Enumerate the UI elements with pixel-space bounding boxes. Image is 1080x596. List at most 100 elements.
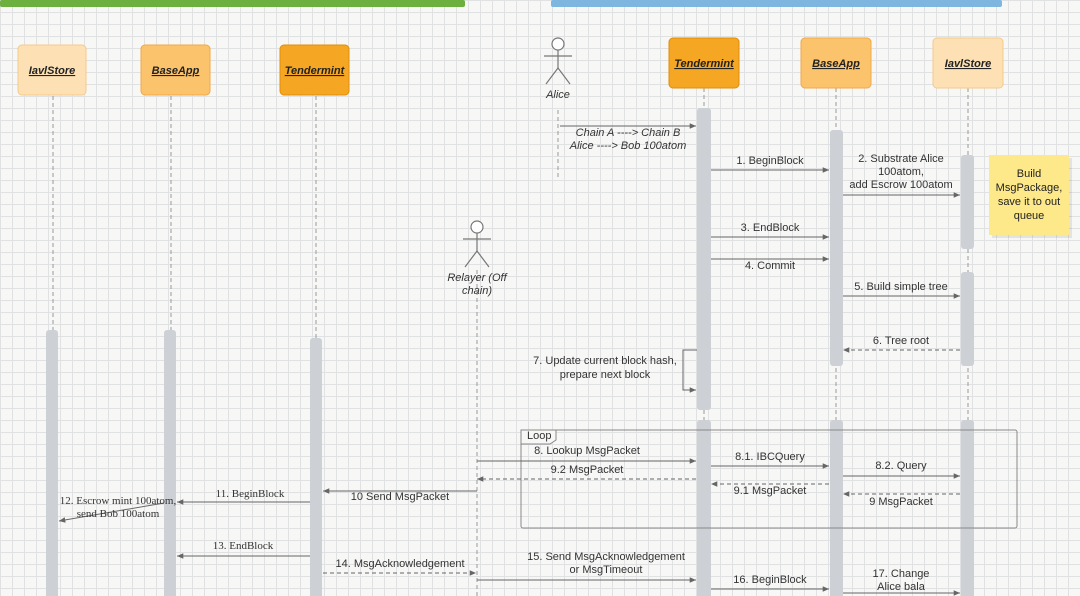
activation-bar	[697, 420, 711, 596]
actor-leg	[476, 250, 490, 268]
message-end-block-13: 13. EndBlock	[177, 540, 310, 559]
actor-head	[470, 220, 484, 234]
actor-leg	[464, 250, 478, 268]
activation-bar	[164, 330, 176, 596]
activation-bar	[697, 108, 711, 410]
message-substrate-alice-2-label-line-1: 2. Substrate Alice	[858, 153, 944, 165]
left-baseapp-shape	[140, 44, 211, 96]
right-tendermint-box[interactable]: Tendermint	[668, 37, 740, 89]
message-msgpacket-9-1: 9.1 MsgPacket	[711, 481, 829, 497]
right-iavlstore-shape	[932, 37, 1004, 89]
right-iavlstore-label: IavlStore	[945, 58, 991, 70]
message-begin-block-16-label: 16. BeginBlock	[733, 574, 807, 586]
message-ibcquery-8-1: 8.1. IBCQuery	[711, 451, 829, 469]
left-tendermint-label: Tendermint	[285, 65, 346, 77]
message-begin-block-1-label: 1. BeginBlock	[736, 155, 804, 167]
message-begin-block-11: 11. BeginBlock	[177, 488, 310, 505]
message-query-8-2: 8.2. Query	[843, 460, 960, 479]
sticky-note-text-line-2: MsgPackage,	[996, 182, 1063, 194]
actor-alice[interactable]: Alice	[544, 37, 572, 101]
actor-relayer-label-line-1: Relayer (Off	[447, 272, 507, 284]
message-msgpacket-9: 9 MsgPacket	[843, 491, 960, 508]
message-escrow-mint-12-label-line-2: send Bob 100atom	[77, 508, 160, 520]
message-send-msgpacket-10-label: 10 Send MsgPacket	[351, 491, 449, 503]
activation-bar	[830, 420, 843, 596]
activation-bar	[830, 130, 843, 366]
loop-label: Loop	[527, 430, 551, 442]
message-send-ack-15-label-line-1: 15. Send MsgAcknowledgement	[527, 551, 685, 563]
actor-leg	[557, 67, 571, 85]
sticky-note-text-line-3: save it to out	[998, 196, 1060, 208]
actor-leg	[545, 67, 559, 85]
message-escrow-mint-12: 12. Escrow mint 100atom,send Bob 100atom	[58, 495, 177, 523]
message-substrate-alice-2-label-line-3: add Escrow 100atom	[849, 179, 952, 191]
message-commit-4-label: 4. Commit	[745, 260, 795, 272]
message-msgpacket-9-2-label: 9.2 MsgPacket	[551, 464, 624, 476]
message-send-ack-15-label-line-2: or MsgTimeout	[570, 564, 643, 576]
right-baseapp-box[interactable]: BaseApp	[800, 37, 872, 89]
activation-bar	[961, 420, 974, 596]
left-iavlstore-box[interactable]: IavlStore	[17, 44, 87, 96]
message-lookup-8-label: 8. Lookup MsgPacket	[534, 445, 640, 457]
actor-relayer-label-line-2: chain)	[462, 285, 492, 297]
message-build-tree-5-label: 5. Build simple tree	[854, 281, 948, 293]
actor-alice-label: Alice	[545, 89, 570, 101]
message-begin-block-11-label: 11. BeginBlock	[216, 488, 285, 500]
message-end-block-3: 3. EndBlock	[711, 222, 829, 240]
message-query-8-2-label: 8.2. Query	[875, 460, 927, 472]
message-begin-block-1: 1. BeginBlock	[711, 155, 829, 173]
activation-bar	[310, 338, 322, 596]
left-baseapp-label: BaseApp	[152, 65, 200, 77]
message-lookup-8: 8. Lookup MsgPacket	[477, 445, 696, 464]
sticky-note-paper	[989, 155, 1069, 235]
activation-bar	[961, 155, 974, 249]
left-tendermint-box[interactable]: Tendermint	[279, 44, 350, 96]
left-iavlstore-label: IavlStore	[29, 65, 75, 77]
message-commit-4: 4. Commit	[711, 256, 829, 272]
message-end-block-13-label: 13. EndBlock	[213, 540, 274, 552]
activation-bar	[46, 330, 58, 596]
loop-tab	[520, 429, 557, 445]
message-substrate-alice-2-label-line-2: 100atom,	[878, 166, 924, 178]
message-end-block-3-label: 3. EndBlock	[741, 222, 800, 234]
message-begin-block-16: 16. BeginBlock	[711, 574, 829, 592]
message-msg-ack-14-label: 14. MsgAcknowledgement	[335, 558, 464, 570]
right-tendermint-label: Tendermint	[674, 58, 735, 70]
message-change-balance-17-label-line-2: Alice bala	[877, 581, 926, 593]
right-tendermint-shape	[668, 37, 740, 89]
sticky-note-text-line-1: Build	[1017, 168, 1041, 180]
message-send-msgpacket-10: 10 Send MsgPacket	[323, 488, 477, 503]
message-msgpacket-9-1-label: 9.1 MsgPacket	[734, 485, 807, 497]
activation-bar	[961, 272, 974, 366]
right-baseapp-shape	[800, 37, 872, 89]
message-ibcquery-8-1-label: 8.1. IBCQuery	[735, 451, 805, 463]
right-baseapp-label: BaseApp	[812, 58, 860, 70]
message-tree-root-6: 6. Tree root	[843, 335, 960, 353]
right-iavlstore-box[interactable]: IavlStore	[932, 37, 1004, 89]
left-tendermint-shape	[279, 44, 350, 96]
message-update-hash-7: 7. Update current block hash, prepare nex…	[533, 349, 697, 393]
message-update-hash-7-label-line-2: prepare next block	[560, 369, 651, 381]
message-chain-a-to-b-label-line-2: Alice ----> Bob 100atom	[569, 140, 686, 152]
message-escrow-mint-12-arrow	[58, 502, 165, 523]
left-iavlstore-shape	[17, 44, 87, 96]
message-msgpacket-9-label: 9 MsgPacket	[869, 496, 933, 508]
message-change-balance-17-label-line-1: 17. Change	[873, 568, 930, 580]
message-msgpacket-9-2: 9.2 MsgPacket	[477, 464, 696, 482]
right-section-bar	[551, 0, 1002, 7]
sticky-note-text-line-4: queue	[1014, 210, 1045, 222]
message-update-hash-7-label-line-1: 7. Update current block hash,	[533, 355, 677, 367]
message-msg-ack-14: 14. MsgAcknowledgement	[323, 558, 476, 576]
message-chain-a-to-b-label-line-1: Chain A ----> Chain B	[576, 127, 681, 139]
message-escrow-mint-12-label-line-1: 12. Escrow mint 100atom,	[60, 495, 177, 507]
message-build-tree-5: 5. Build simple tree	[843, 281, 960, 299]
message-tree-root-6-label: 6. Tree root	[873, 335, 929, 347]
left-baseapp-box[interactable]: BaseApp	[140, 44, 211, 96]
